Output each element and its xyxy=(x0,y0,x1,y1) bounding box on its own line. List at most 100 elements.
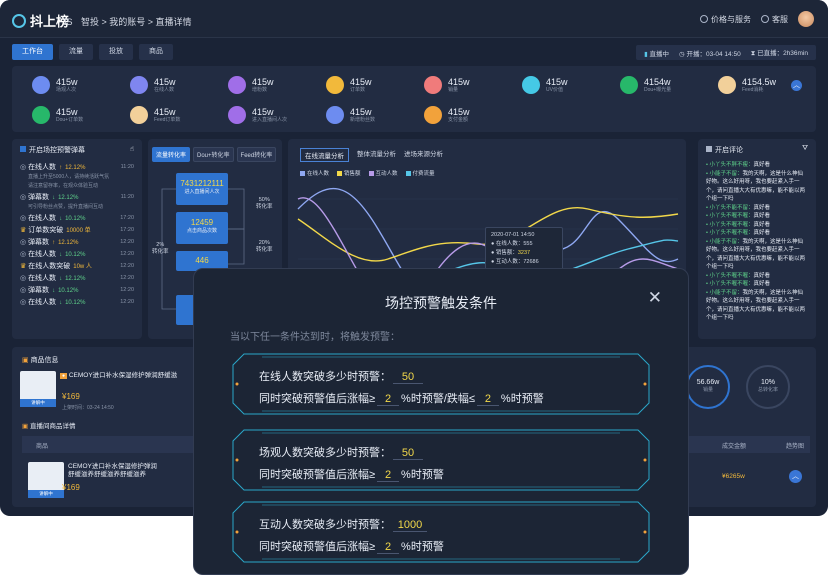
checkbox-icon[interactable] xyxy=(706,146,712,152)
alert-time: 17:20 xyxy=(120,227,134,233)
elapsed-time: ⧗ 已直播：2h36min xyxy=(751,47,808,58)
legend-paid[interactable]: 付费流量 xyxy=(405,169,435,177)
brand-logo[interactable]: 抖上榜 xyxy=(12,11,69,30)
product-thumbnail[interactable]: 讲解中 xyxy=(20,371,56,407)
comment-item: • 小能子不留：我的天啊，这是什么神仙好物。这么好用呀，我也要赶紧入手一个，请问… xyxy=(698,289,816,323)
kpi-value: 4154.5w xyxy=(742,76,777,87)
user-icon xyxy=(326,106,344,124)
alert-row-main: ◎ 在线人数↑12.12% xyxy=(20,162,85,172)
comment-item: • 小丫头不喔不喔：真好看 xyxy=(698,229,816,238)
eye-icon: ◎ xyxy=(20,215,29,222)
user-icon xyxy=(130,76,148,94)
comment-text: 我的天啊，这是什么神仙好物。这么好用呀，我也要赶紧入手一个，请问直播大大有优惠嘛… xyxy=(706,238,806,271)
bullet-icon: • xyxy=(706,204,710,211)
kpi-value: 415w xyxy=(350,76,372,87)
legend-online-swatch xyxy=(300,171,305,177)
filter-icon[interactable]: ⛛ xyxy=(802,145,808,152)
condition-online: 在线人数突破多少时预警：50 同时突破预警值后涨幅≥2%时预警/跌幅≤2%时预警 xyxy=(232,353,650,415)
online-threshold-input[interactable]: 50 xyxy=(393,371,423,384)
arrow-down-icon: ↓ xyxy=(59,276,63,282)
kpi-label: 销量 xyxy=(448,86,459,93)
online-rise-input[interactable]: 2 xyxy=(377,393,400,406)
condition-frame xyxy=(232,429,650,491)
legend-online[interactable]: 在线人数 xyxy=(300,169,329,177)
alert-row: ◎ 弹幕数↑12.12%12:20 xyxy=(12,236,142,248)
price-service-link[interactable]: 价格与服务 xyxy=(700,14,751,25)
launch-time: 03-24 14:50 xyxy=(87,405,114,411)
comment-user: 小能子不留： xyxy=(709,170,743,177)
row-expand-icon[interactable]: ︿ xyxy=(789,470,802,483)
alert-row: ◎ 在线人数↓10.12%12:20 xyxy=(12,248,142,260)
tab-overall-analysis[interactable]: 整体流量分析 xyxy=(357,151,396,158)
bullet-icon: • xyxy=(706,221,710,228)
elapsed-value: 2h36min xyxy=(783,50,808,57)
online-fall-input[interactable]: 2 xyxy=(476,393,499,406)
interact-rise-input[interactable]: 2 xyxy=(377,541,400,554)
collapse-toggle-icon[interactable]: ︿ xyxy=(791,80,802,91)
tab-feed-conversion[interactable]: Feed转化率 xyxy=(236,147,277,162)
hand-icon[interactable]: ☝ xyxy=(129,146,134,153)
tab-online-analysis[interactable]: 在线流量分析 xyxy=(300,148,349,162)
checkbox-icon[interactable] xyxy=(20,146,26,152)
close-icon[interactable]: ✕ xyxy=(647,288,662,307)
alert-change: 12.12% xyxy=(58,240,79,246)
bullet-icon: • xyxy=(706,213,710,219)
legend-sales[interactable]: 销售额 xyxy=(337,169,361,177)
row-product-thumbnail[interactable]: 讲解中 xyxy=(28,462,64,498)
tooltip-sales-row: ● 销售额：3237 xyxy=(491,250,531,256)
row-product-name[interactable]: CEMOY进口补水保湿修护弹润舒缓滋养舒缓滋养舒缓滋养 xyxy=(68,463,157,479)
tab-source-analysis[interactable]: 进场来源分析 xyxy=(404,151,443,158)
comments-header: 开启评论 ⛛ xyxy=(698,139,816,161)
alert-time: 12:20 xyxy=(120,239,134,245)
tooltip-sales-value: 3237 xyxy=(517,250,531,256)
tab-dou-conversion[interactable]: Dou+转化率 xyxy=(193,147,234,162)
alert-change: 10.12% xyxy=(58,288,79,294)
tab-traffic-conversion[interactable]: 流量转化率 xyxy=(152,147,191,162)
row-name-line2: 舒缓滋养舒缓滋养舒缓滋养 xyxy=(68,471,146,478)
alert-row-main: ◎ 在线人数↓10.12% xyxy=(20,297,85,307)
tab-traffic[interactable]: 流量 xyxy=(59,44,93,60)
bullet-icon: • xyxy=(706,289,710,296)
support-link[interactable]: 客服 xyxy=(761,14,788,25)
row-product-price: ¥169 xyxy=(62,483,80,492)
tab-goods[interactable]: 商品 xyxy=(139,44,173,60)
product-name[interactable]: ● CEMOY进口补水保湿修护弹润舒缓滋 xyxy=(60,372,177,380)
kpi-label: 新增粉丝数 xyxy=(350,116,376,123)
bullet-icon: • xyxy=(706,281,710,287)
tab-ads[interactable]: 投放 xyxy=(99,44,133,60)
alert-change: 12.12% xyxy=(58,195,79,201)
breadcrumb-text[interactable]: 智投 > 我的账号 > 直播详情 xyxy=(81,17,192,27)
alert-row-main: ◎ 在线人数↓10.12% xyxy=(20,213,85,223)
comment-item: • 小丫头不喔不喔：真好看 xyxy=(698,221,816,230)
alert-time: 12:20 xyxy=(120,251,134,257)
interact-threshold-input[interactable]: 1000 xyxy=(393,519,427,532)
alert-note: 直播上升至5000人，请持续活跃气氛 xyxy=(28,174,110,180)
funnel-enter-value: 7431212111 xyxy=(180,179,224,188)
bullet-icon: • xyxy=(706,238,710,245)
tab-workbench[interactable]: 工作台 xyxy=(12,44,53,60)
legend-interact[interactable]: 互动人数 xyxy=(368,169,398,177)
tooltip-online-row: ● 在线人数：555 xyxy=(491,241,533,247)
views-threshold-input[interactable]: 50 xyxy=(393,447,423,460)
funnel-step-third: 446 xyxy=(176,251,228,271)
arrow-down-icon: ↓ xyxy=(52,195,56,201)
comment-user: 小能子不留： xyxy=(709,238,743,245)
kpi-label: 进入直播间人次 xyxy=(252,116,288,123)
order-icon xyxy=(326,76,344,94)
live-status-bar: ▮ 直播中 ◷ 开播：03-04 14:50 ⧗ 已直播：2h36min xyxy=(636,45,816,60)
rate-3-value: 20% xyxy=(258,240,270,246)
bullet-icon: • xyxy=(706,162,710,168)
product-badge: 讲解中 xyxy=(20,399,56,407)
start-label: 开播： xyxy=(686,50,706,58)
comment-list: • 小丫头不胖不瘦：真好看• 小能子不留：我的天啊，这是什么神仙好物。这么好用呀… xyxy=(698,161,816,323)
views-rise-input[interactable]: 2 xyxy=(377,469,400,482)
col-trend: 趋势图 xyxy=(786,444,805,450)
avatar[interactable] xyxy=(798,11,814,27)
